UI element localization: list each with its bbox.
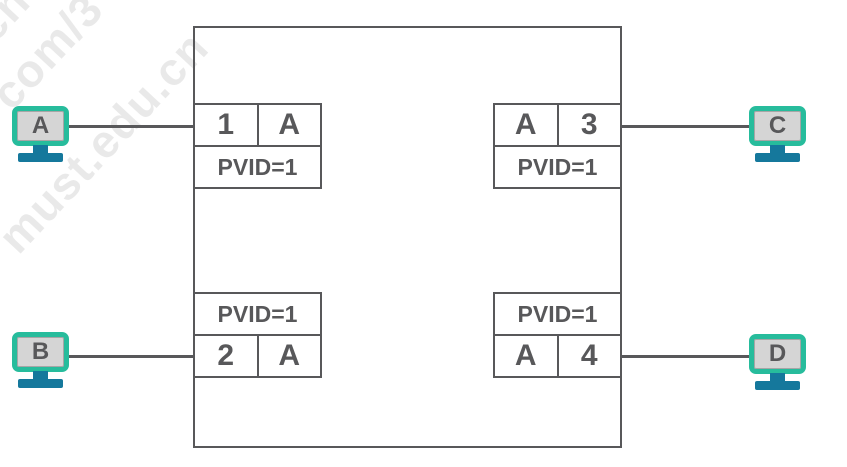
port-4-cells: A 4 — [495, 334, 620, 376]
port-4-box: PVID=1 A 4 — [493, 292, 622, 378]
port-2-box: PVID=1 2 A — [193, 292, 322, 378]
monitor-stand-neck — [33, 371, 48, 379]
monitor-icon: C — [749, 106, 806, 146]
monitor-stand-base — [755, 153, 800, 162]
port-vlan: A — [278, 339, 301, 372]
port-3-cells: A 3 — [495, 105, 620, 145]
host-c: C — [749, 106, 806, 162]
host-label: C — [768, 112, 787, 139]
port-vlan: A — [278, 108, 301, 141]
port-vlan: A — [495, 105, 559, 145]
monitor-icon: A — [12, 106, 69, 146]
monitor-stand-base — [18, 379, 63, 388]
host-b: B — [12, 332, 69, 388]
monitor-icon: B — [12, 332, 69, 372]
port-3-box: A 3 PVID=1 — [493, 103, 622, 189]
port-1-cells: 1 A — [195, 105, 320, 145]
watermark-text: com/3 — [0, 0, 114, 120]
host-d: D — [749, 334, 806, 390]
switch-body — [193, 26, 622, 448]
cable-host-c-port3 — [620, 125, 750, 128]
monitor-stand-base — [18, 153, 63, 162]
cable-host-a-port1 — [66, 125, 195, 128]
pvid-label: PVID=1 — [517, 300, 598, 327]
port-number: 1 — [195, 105, 259, 145]
monitor-stand-neck — [33, 145, 48, 153]
monitor-stand-base — [755, 381, 800, 390]
cable-host-b-port2 — [64, 355, 195, 358]
port-number: 4 — [580, 339, 598, 372]
pvid-label: PVID=1 — [495, 145, 620, 187]
monitor-stand-neck — [770, 145, 785, 153]
port-vlan: A — [495, 336, 559, 376]
host-label: D — [768, 340, 787, 367]
port-number: 3 — [580, 108, 598, 141]
monitor-stand-neck — [770, 373, 785, 381]
pvid-label: PVID=1 — [217, 300, 298, 327]
host-a: A — [12, 106, 69, 162]
port-number: 2 — [195, 336, 259, 376]
pvid-label: PVID=1 — [195, 145, 320, 187]
host-label: A — [31, 112, 50, 139]
port-1-box: 1 A PVID=1 — [193, 103, 322, 189]
port-2-cells: 2 A — [195, 334, 320, 376]
monitor-icon: D — [749, 334, 806, 374]
cable-host-d-port4 — [620, 355, 750, 358]
watermark-text: cn — [0, 0, 40, 52]
host-label: B — [31, 338, 50, 365]
